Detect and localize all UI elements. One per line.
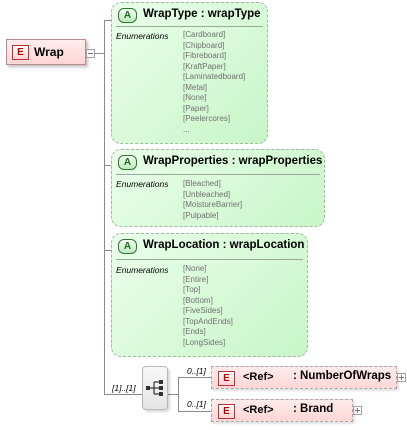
attribute-icon: A	[118, 155, 137, 170]
enumerations-label: Enumerations	[116, 179, 169, 189]
attribute-icon: A	[118, 239, 137, 254]
enumeration-list: [Cardboard] [Chipboard] [Fibreboard] [Kr…	[183, 30, 245, 135]
ref-label: <Ref>	[243, 404, 274, 416]
sequence-cardinality: [1]..[1]	[112, 383, 136, 393]
connector	[104, 394, 142, 395]
enum-value: [Ends]	[183, 327, 206, 336]
enum-value: [KraftPaper]	[183, 61, 226, 71]
child-cardinality: 0..[1]	[187, 399, 206, 409]
attribute-wraplocation[interactable]: A WrapLocation : wrapLocation Enumeratio…	[111, 233, 308, 357]
enum-value: [Unbleached]	[183, 189, 231, 199]
enum-value: ...	[183, 124, 190, 134]
enum-value: [Laminatedboard]	[183, 72, 246, 81]
connector	[178, 411, 211, 412]
enum-value: [Fibreboard]	[183, 51, 227, 60]
element-icon: E	[218, 371, 235, 386]
separator	[116, 26, 263, 27]
element-name: : NumberOfWraps	[293, 370, 392, 382]
sequence-icon	[146, 380, 163, 396]
attribute-wrapproperties[interactable]: A WrapProperties : wrapProperties Enumer…	[111, 149, 325, 227]
attribute-icon: A	[118, 8, 137, 23]
child-cardinality: 0..[1]	[187, 366, 206, 376]
enumeration-list: [None] [Entire] [Top] [Bottom] [FiveSide…	[183, 264, 233, 348]
connector	[104, 165, 111, 166]
element-icon: E	[12, 45, 29, 60]
enum-value: [Peelercores]	[183, 114, 231, 123]
sequence-compositor[interactable]	[142, 366, 168, 410]
enum-value: [Bottom]	[183, 295, 213, 305]
connector	[168, 394, 178, 395]
enum-value: [None]	[183, 93, 207, 102]
connector	[88, 53, 104, 54]
element-name: : Brand	[293, 403, 334, 415]
enum-value: [MoistureBarrier]	[183, 200, 243, 209]
enum-value: [Top]	[183, 285, 201, 294]
expand-toggle[interactable]	[397, 373, 406, 382]
connector	[178, 377, 179, 411]
enum-value: [Metal]	[183, 82, 208, 92]
collapse-toggle[interactable]	[86, 49, 95, 58]
enum-value: [Cardboard]	[183, 30, 226, 39]
attribute-title: WrapProperties : wrapProperties	[143, 155, 323, 167]
attribute-title: WrapType : wrapType	[143, 8, 261, 20]
child-element-numberofwraps[interactable]: E <Ref> : NumberOfWraps	[211, 366, 397, 389]
attribute-wraptype[interactable]: A WrapType : wrapType Enumerations [Card…	[111, 2, 268, 144]
expand-toggle[interactable]	[353, 406, 362, 415]
attribute-title: WrapLocation : wrapLocation	[143, 239, 305, 251]
element-name: Wrap	[34, 45, 64, 59]
enum-value: [Entire]	[183, 274, 209, 284]
connector	[104, 20, 111, 21]
connector	[104, 20, 105, 394]
enum-value: [LongSides]	[183, 337, 226, 347]
enum-value: [Bleached]	[183, 179, 221, 188]
connector	[178, 377, 211, 378]
enum-value: [None]	[183, 264, 207, 273]
enum-value: [TopAndEnds]	[183, 316, 233, 326]
enum-value: [Paper]	[183, 103, 209, 113]
enumerations-label: Enumerations	[116, 265, 169, 275]
separator	[116, 174, 320, 175]
element-icon: E	[218, 404, 235, 419]
enumerations-label: Enumerations	[116, 31, 169, 41]
enum-value: [Pulpable]	[183, 210, 219, 220]
child-element-brand[interactable]: E <Ref> : Brand	[211, 399, 353, 422]
ref-label: <Ref>	[243, 371, 274, 383]
root-element-wrap[interactable]: E Wrap	[6, 39, 86, 65]
enumeration-list: [Bleached] [Unbleached] [MoistureBarrier…	[183, 179, 242, 221]
enum-value: [Chipboard]	[183, 40, 225, 50]
separator	[116, 259, 303, 260]
enum-value: [FiveSides]	[183, 306, 223, 315]
connector	[104, 250, 111, 251]
